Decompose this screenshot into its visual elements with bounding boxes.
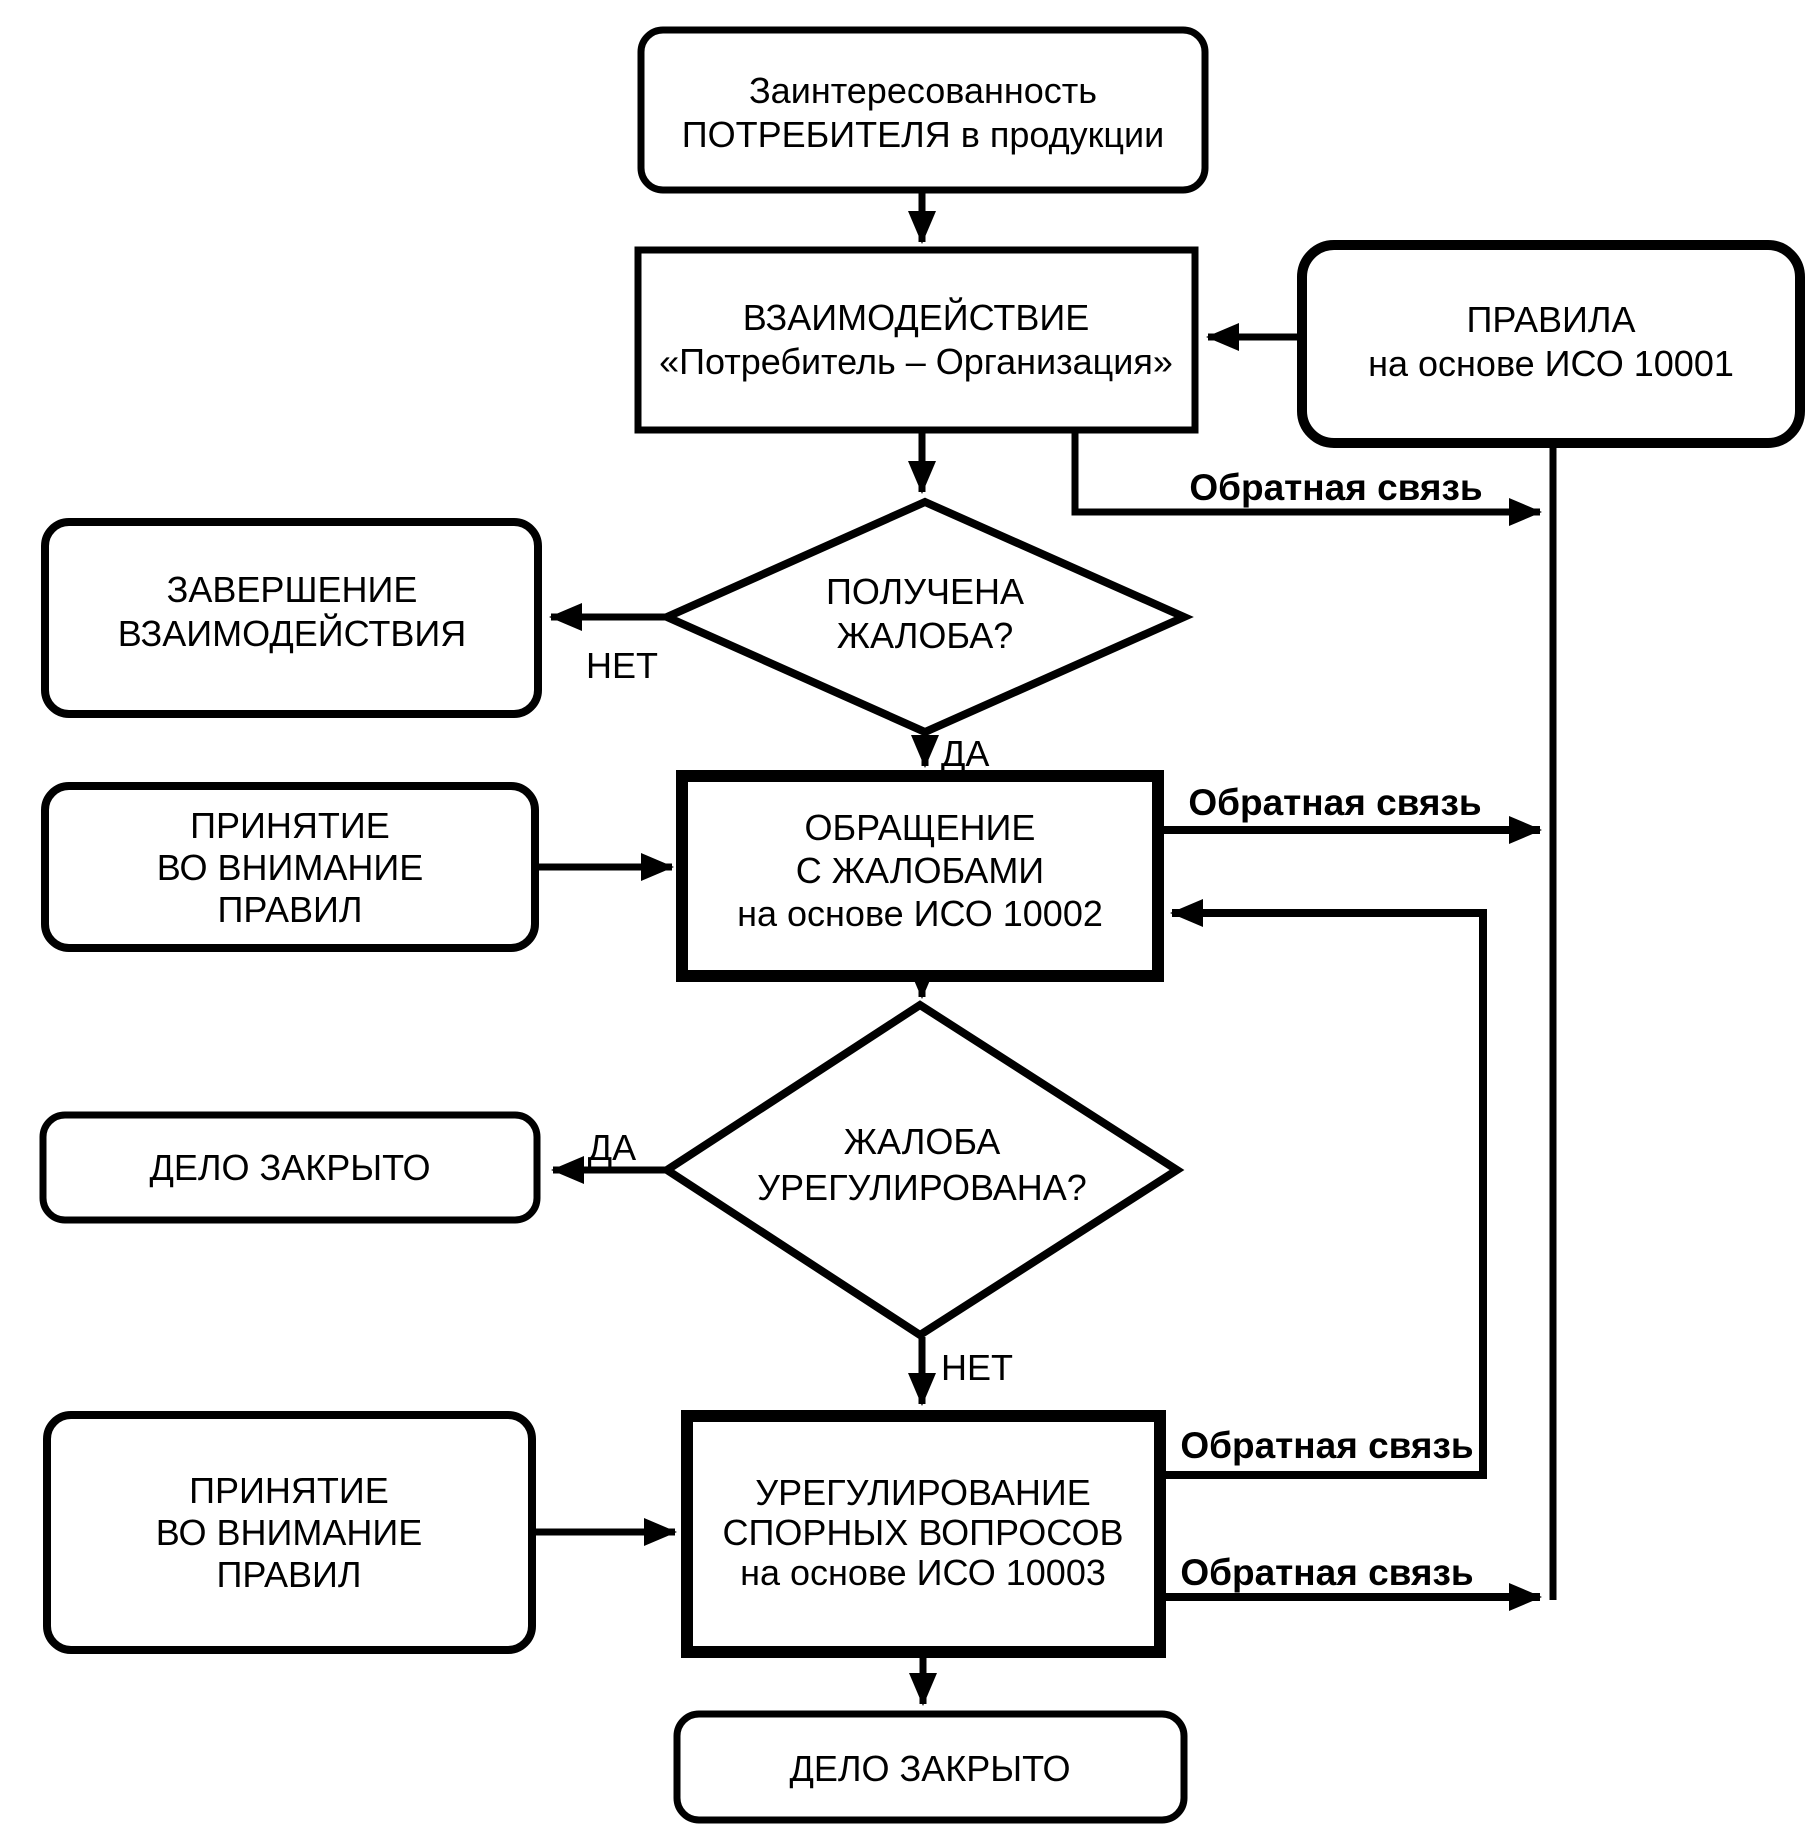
decision-complaint-received-diamond xyxy=(657,497,1194,737)
complaints-handling-label-line3: на основе ИСО 10002 xyxy=(737,893,1103,934)
decision-complaint-settled-line2: УРЕГУЛИРОВАНА? xyxy=(757,1167,1087,1208)
consumer-interest-label-line1: Заинтересованность xyxy=(749,70,1097,111)
consumer-interest-label-line2: ПОТРЕБИТЕЛЯ в продукции xyxy=(682,114,1164,155)
complaints-handling-label-line1: ОБРАЩЕНИЕ xyxy=(805,807,1036,848)
interaction-label-line2: «Потребитель – Организация» xyxy=(659,341,1173,382)
edge-label-feedback-2: Обратная связь xyxy=(1188,782,1481,823)
accept-rules-1-label-line1: ПРИНЯТИЕ xyxy=(190,805,390,846)
dispute-resolution-label-line1: УРЕГУЛИРОВАНИЕ xyxy=(755,1472,1091,1513)
edge-label-yes-2: ДА xyxy=(588,1127,636,1168)
complaints-handling-box xyxy=(676,770,1164,982)
edge-label-feedback-3: Обратная связь xyxy=(1180,1425,1473,1466)
case-closed-1-box xyxy=(39,1111,541,1224)
decision-complaint-received-line1: ПОЛУЧЕНА xyxy=(826,571,1024,612)
node-end-interaction: ЗАВЕРШЕНИЕ ВЗАИМОДЕЙСТВИЯ xyxy=(41,518,542,718)
end-interaction-label-line1: ЗАВЕРШЕНИЕ xyxy=(167,569,418,610)
node-dispute-resolution: УРЕГУЛИРОВАНИЕ СПОРНЫХ ВОПРОСОВ на основ… xyxy=(681,1410,1166,1658)
node-decision-complaint-settled: ЖАЛОБА УРЕГУЛИРОВАНА? xyxy=(659,1000,1185,1340)
node-interaction: ВЗАИМОДЕЙСТВИЕ «Потребитель – Организаци… xyxy=(634,246,1199,434)
node-accept-rules-2: ПРИНЯТИЕ ВО ВНИМАНИЕ ПРАВИЛ xyxy=(43,1411,536,1654)
node-accept-rules-1: ПРИНЯТИЕ ВО ВНИМАНИЕ ПРАВИЛ xyxy=(41,782,539,952)
accept-rules-2-box xyxy=(43,1411,536,1654)
end-interaction-box xyxy=(41,518,542,718)
case-closed-1-label: ДЕЛО ЗАКРЫТО xyxy=(149,1147,430,1188)
accept-rules-1-label-line3: ПРАВИЛ xyxy=(217,889,362,930)
rules-iso10001-box xyxy=(1297,240,1805,448)
node-rules-iso10001: ПРАВИЛА на основе ИСО 10001 xyxy=(1297,240,1805,448)
node-case-closed-1: ДЕЛО ЗАКРЫТО xyxy=(39,1111,541,1224)
edge-label-no-2: НЕТ xyxy=(941,1347,1013,1388)
decision-complaint-settled-diamond xyxy=(659,1000,1185,1340)
node-complaints-handling: ОБРАЩЕНИЕ С ЖАЛОБАМИ на основе ИСО 10002 xyxy=(676,770,1164,982)
decision-complaint-received-line2: ЖАЛОБА? xyxy=(837,615,1014,656)
consumer-interest-box xyxy=(637,26,1209,194)
end-interaction-label-line2: ВЗАИМОДЕЙСТВИЯ xyxy=(118,612,467,654)
node-case-closed-2: ДЕЛО ЗАКРЫТО xyxy=(673,1710,1188,1824)
dispute-resolution-label-line2: СПОРНЫХ ВОПРОСОВ xyxy=(723,1512,1124,1553)
edge-label-feedback-1: Обратная связь xyxy=(1189,467,1482,508)
dispute-resolution-label-line3: на основе ИСО 10003 xyxy=(740,1552,1106,1593)
accept-rules-1-box xyxy=(41,782,539,952)
dispute-resolution-box xyxy=(681,1410,1166,1658)
rules-iso10001-label-line2: на основе ИСО 10001 xyxy=(1368,343,1734,384)
node-consumer-interest: Заинтересованность ПОТРЕБИТЕЛЯ в продукц… xyxy=(637,26,1209,194)
interaction-label-line1: ВЗАИМОДЕЙСТВИЕ xyxy=(743,296,1090,338)
case-closed-2-box xyxy=(673,1710,1188,1824)
edge-feedback-interaction xyxy=(1071,430,1542,526)
accept-rules-2-label-line3: ПРАВИЛ xyxy=(216,1554,361,1595)
edge-label-yes-1: ДА xyxy=(941,733,989,774)
accept-rules-1-label-line2: ВО ВНИМАНИЕ xyxy=(157,847,424,888)
decision-complaint-settled-line1: ЖАЛОБА xyxy=(844,1121,1001,1162)
interaction-box xyxy=(634,246,1199,434)
accept-rules-2-label-line1: ПРИНЯТИЕ xyxy=(189,1470,389,1511)
accept-rules-2-label-line2: ВО ВНИМАНИЕ xyxy=(156,1512,423,1553)
edge-feedback-dispute-return xyxy=(1160,899,1487,1479)
node-decision-complaint-received: ПОЛУЧЕНА ЖАЛОБА? xyxy=(657,497,1194,737)
edge-label-no-1: НЕТ xyxy=(586,645,658,686)
case-closed-2-label: ДЕЛО ЗАКРЫТО xyxy=(789,1748,1070,1789)
rules-iso10001-label-line1: ПРАВИЛА xyxy=(1466,299,1635,340)
edge-label-feedback-4: Обратная связь xyxy=(1180,1552,1473,1593)
complaints-handling-label-line2: С ЖАЛОБАМИ xyxy=(796,850,1044,891)
